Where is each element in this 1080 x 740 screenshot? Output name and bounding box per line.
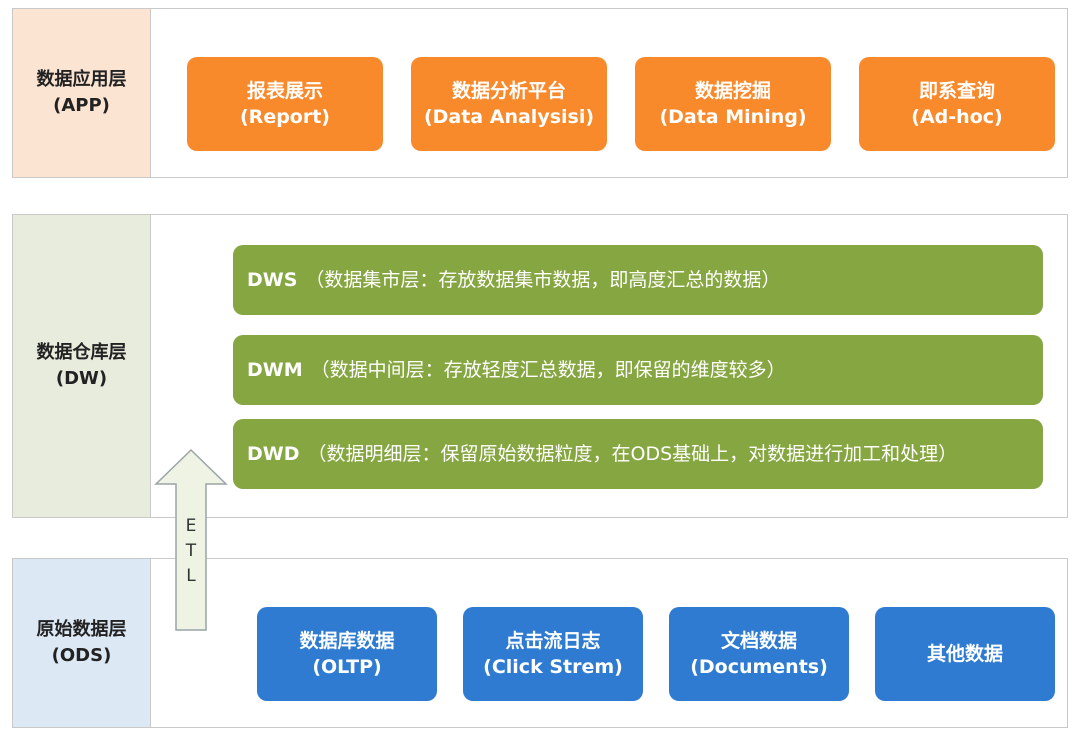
app-layer: 数据应用层 (APP) 报表展示 (Report) 数据分析平台 (Data A… — [12, 8, 1068, 178]
etl-label: E T L — [178, 514, 204, 589]
ods-layer-code: (ODS) — [51, 645, 112, 666]
click-stream-box: 点击流日志 (Click Strem) — [463, 607, 643, 701]
oltp-title: 数据库数据 — [299, 630, 395, 652]
report-subtitle: (Report) — [240, 106, 330, 128]
data-mining-subtitle: (Data Mining) — [659, 106, 807, 128]
dw-layer: 数据仓库层 (DW) DWS （数据集市层：存放数据集市数据，即高度汇总的数据）… — [12, 214, 1068, 518]
click-stream-title: 点击流日志 — [505, 630, 601, 652]
report-box: 报表展示 (Report) — [187, 57, 383, 151]
dws-code: DWS — [247, 269, 298, 291]
oltp-box: 数据库数据 (OLTP) — [257, 607, 437, 701]
etl-up-arrow — [154, 448, 228, 631]
data-analysis-subtitle: (Data Analysisi) — [423, 106, 595, 128]
other-data-box: 其他数据 — [875, 607, 1055, 701]
other-data-title: 其他数据 — [926, 643, 1003, 665]
dwm-box: DWM （数据中间层：存放轻度汇总数据，即保留的维度较多） — [233, 335, 1043, 405]
data-analysis-box: 数据分析平台 (Data Analysisi) — [411, 57, 607, 151]
data-mining-box: 数据挖掘 (Data Mining) — [635, 57, 831, 151]
etl-letter-t: T — [185, 541, 197, 561]
etl-letter-l: L — [186, 566, 196, 586]
dw-layer-label: 数据仓库层 (DW) — [13, 215, 151, 517]
dwd-box: DWD （数据明细层：保留原始数据粒度，在ODS基础上，对数据进行加工和处理） — [233, 419, 1043, 489]
ods-layer-name: 原始数据层 — [36, 619, 127, 640]
dw-layer-code: (DW) — [55, 368, 108, 389]
dwd-desc: （数据明细层：保留原始数据粒度，在ODS基础上，对数据进行加工和处理） — [307, 443, 958, 465]
dwd-code: DWD — [247, 443, 300, 465]
app-layer-label: 数据应用层 (APP) — [13, 9, 151, 177]
ad-hoc-title: 即系查询 — [918, 80, 995, 102]
documents-box: 文档数据 (Documents) — [669, 607, 849, 701]
documents-title: 文档数据 — [720, 630, 797, 652]
app-layer-code: (APP) — [53, 95, 110, 116]
dwm-code: DWM — [247, 359, 303, 381]
data-mining-title: 数据挖掘 — [694, 80, 771, 102]
app-layer-name: 数据应用层 — [36, 69, 127, 90]
click-stream-subtitle: (Click Strem) — [483, 656, 623, 678]
ods-layer-label: 原始数据层 (ODS) — [13, 559, 151, 727]
oltp-subtitle: (OLTP) — [312, 656, 382, 678]
report-title: 报表展示 — [246, 80, 323, 102]
documents-subtitle: (Documents) — [690, 656, 828, 678]
dws-desc: （数据集市层：存放数据集市数据，即高度汇总的数据） — [305, 269, 781, 291]
ad-hoc-box: 即系查询 (Ad-hoc) — [859, 57, 1055, 151]
etl-letter-e: E — [185, 516, 197, 536]
data-analysis-title: 数据分析平台 — [451, 80, 566, 102]
dwm-desc: （数据中间层：存放轻度汇总数据，即保留的维度较多） — [310, 359, 786, 381]
dws-box: DWS （数据集市层：存放数据集市数据，即高度汇总的数据） — [233, 245, 1043, 315]
dw-layer-name: 数据仓库层 — [36, 342, 127, 363]
ad-hoc-subtitle: (Ad-hoc) — [911, 106, 1003, 128]
